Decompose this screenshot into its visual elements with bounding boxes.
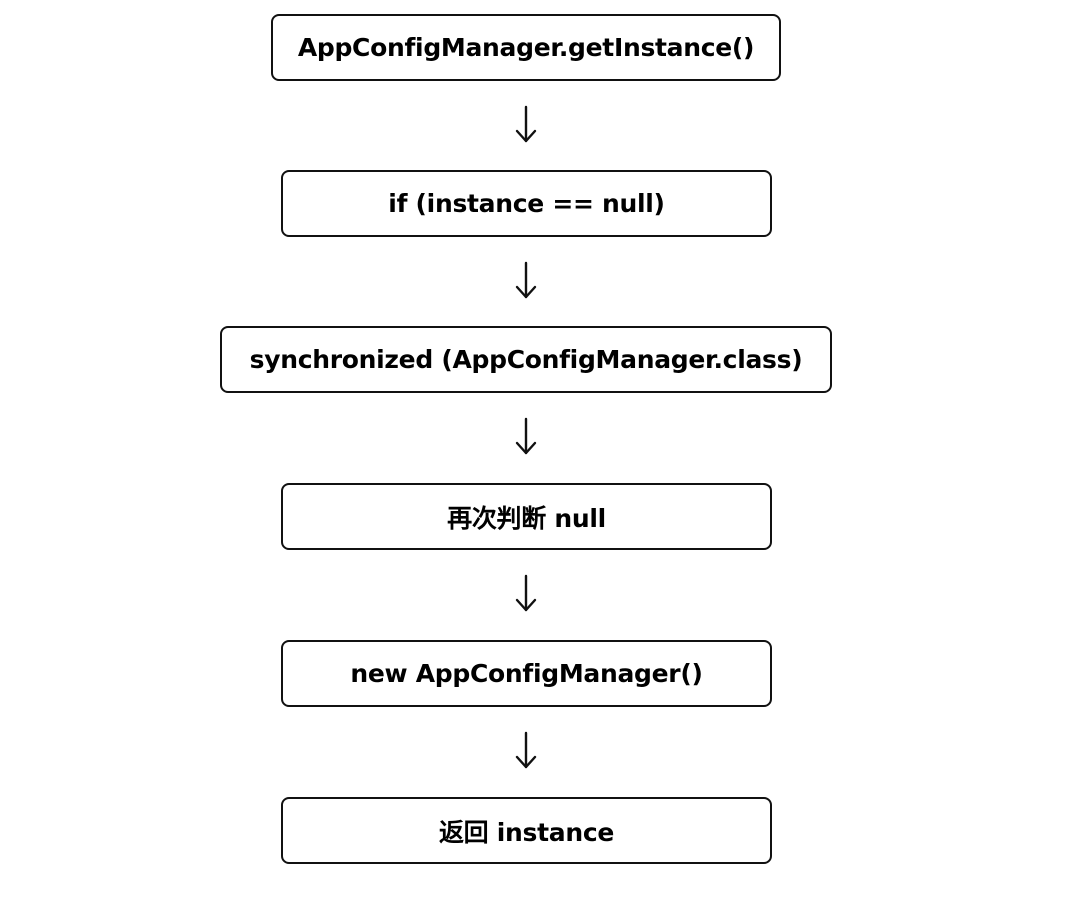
down-arrow-icon [510,415,542,459]
step-return-instance: 返回 instance [281,797,772,864]
step-synchronized: synchronized (AppConfigManager.class) [220,326,832,393]
step-null-check: if (instance == null) [281,170,772,237]
step-label: 再次判断 null [447,503,606,533]
down-arrow-icon [510,103,542,147]
step-label: new AppConfigManager() [350,659,703,688]
step-new-instance: new AppConfigManager() [281,640,772,707]
step-second-null-check: 再次判断 null [281,483,772,550]
down-arrow-icon [510,729,542,773]
step-label: if (instance == null) [388,189,665,218]
step-label: synchronized (AppConfigManager.class) [249,345,803,374]
step-label: 返回 instance [438,817,615,847]
down-arrow-icon [510,259,542,303]
down-arrow-icon [510,572,542,616]
step-get-instance: AppConfigManager.getInstance() [271,14,781,81]
step-label: AppConfigManager.getInstance() [297,33,755,62]
